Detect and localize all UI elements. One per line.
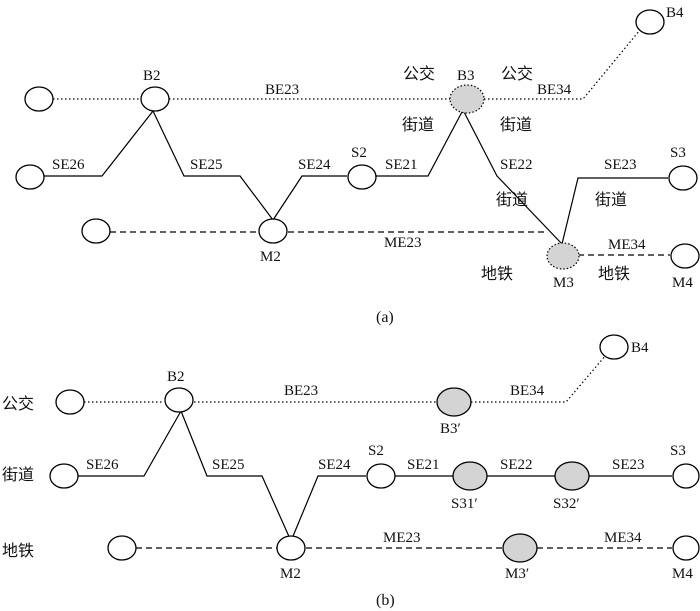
edge-be34-line: [484, 29, 641, 100]
edge-label-se22: SE22: [500, 157, 533, 173]
panel-b: 公交 街道 地铁 B2 B3′ B4 S2 S31′: [2, 334, 700, 609]
node-m3: [546, 242, 580, 270]
annotation-street-3: 街道: [496, 190, 528, 209]
node-b1: [24, 86, 54, 112]
node-m1: [81, 218, 111, 244]
node-label-s32-prime: S32′: [553, 496, 580, 512]
node-m3-prime: [502, 533, 538, 563]
node-label-m2: M2: [260, 249, 281, 265]
edge-label-me34: ME34: [608, 237, 646, 253]
edge-se21-line: [376, 109, 464, 177]
edge-se25-line: [180, 410, 292, 542]
annotation-bus-right: 公交: [501, 64, 533, 83]
node-m2: [258, 218, 288, 244]
node-label-b2: B2: [167, 369, 185, 385]
edge-label-se21: SE21: [407, 457, 440, 473]
node-b4: [635, 9, 665, 35]
annotation-street-2: 街道: [500, 115, 532, 134]
edge-se24-line: [290, 475, 366, 542]
annotation-street-4: 街道: [595, 190, 627, 209]
node-label-b4: B4: [631, 340, 649, 356]
node-s32-prime: [554, 461, 590, 491]
caption-a: (a): [376, 309, 394, 326]
node-m4: [672, 535, 700, 561]
row-label-street: 街道: [2, 465, 34, 484]
node-b3: [449, 84, 485, 114]
node-label-s2: S2: [368, 443, 384, 459]
node-label-b3-prime: B3′: [440, 421, 461, 437]
node-label-m3: M3: [553, 275, 574, 291]
node-m1: [107, 535, 137, 561]
row-label-bus: 公交: [2, 394, 34, 413]
edge-label-be23: BE23: [265, 82, 299, 98]
node-b3-prime: [436, 387, 472, 417]
edge-label-me23: ME23: [383, 530, 421, 546]
node-s3: [672, 463, 700, 489]
node-label-m3-prime: M3′: [505, 566, 529, 582]
annotation-subway-right: 地铁: [598, 264, 630, 283]
node-b2: [164, 387, 194, 413]
edge-label-me23: ME23: [384, 235, 422, 251]
node-s6: [49, 463, 79, 489]
edge-se22-line: [462, 109, 563, 245]
node-label-m4: M4: [672, 566, 693, 582]
node-label-m2: M2: [280, 566, 301, 582]
panel-a: B2 B3 B4 S2 S3 M2 M3 M4 BE23 BE34 SE26 S…: [15, 5, 700, 326]
edge-se23-line: [561, 177, 668, 245]
node-label-b4: B4: [666, 5, 684, 21]
edge-se25-line: [152, 110, 274, 221]
edge-label-be34: BE34: [510, 383, 545, 399]
annotation-subway-left: 地铁: [481, 264, 513, 283]
node-label-m4: M4: [672, 275, 693, 291]
edge-se26-line: [78, 410, 182, 477]
node-m2: [276, 535, 306, 561]
node-b4: [599, 334, 629, 360]
node-s31-prime: [452, 461, 488, 491]
edge-label-be34: BE34: [537, 82, 572, 98]
edge-label-se26: SE26: [86, 457, 119, 473]
caption-b: (b): [376, 592, 395, 609]
node-b1: [55, 389, 85, 415]
row-label-subway: 地铁: [2, 541, 34, 560]
edge-se24-line: [272, 175, 347, 221]
edge-label-se25: SE25: [212, 457, 245, 473]
node-label-b3: B3: [457, 68, 475, 84]
edge-label-me34: ME34: [604, 530, 642, 546]
edge-label-se22: SE22: [500, 457, 533, 473]
node-s2: [347, 164, 377, 190]
node-label-s3: S3: [670, 443, 686, 459]
node-s2: [366, 463, 396, 489]
edge-label-se24: SE24: [318, 457, 351, 473]
edge-label-se21: SE21: [385, 157, 418, 173]
annotation-bus-left: 公交: [403, 64, 435, 83]
edge-label-se23: SE23: [612, 457, 645, 473]
edge-label-se26: SE26: [52, 157, 85, 173]
node-label-s2: S2: [351, 145, 367, 161]
node-label-s31-prime: S31′: [451, 496, 478, 512]
edge-label-be23: BE23: [284, 383, 318, 399]
node-b2: [140, 86, 170, 112]
edge-be34-line: [471, 354, 607, 403]
edge-se26-line: [44, 110, 154, 177]
edge-label-se24: SE24: [298, 157, 331, 173]
edge-label-se25: SE25: [190, 157, 223, 173]
node-label-s3: S3: [670, 145, 686, 161]
node-label-b2: B2: [143, 68, 161, 84]
node-s3: [668, 165, 698, 191]
annotation-street-1: 街道: [402, 115, 434, 134]
edge-label-se23: SE23: [604, 157, 637, 173]
node-s6: [15, 164, 45, 190]
node-m4: [670, 243, 700, 269]
